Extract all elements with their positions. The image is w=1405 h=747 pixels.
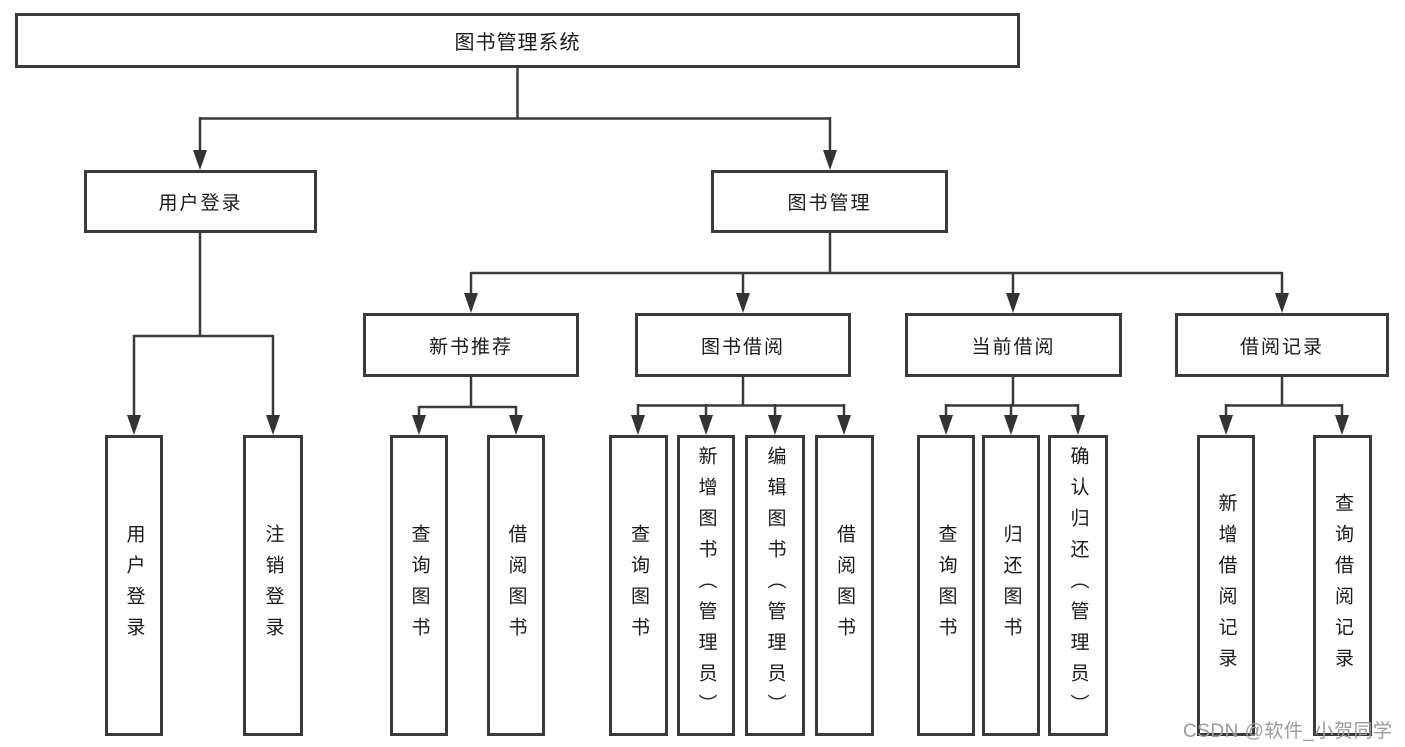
arrowhead-cur-return-books xyxy=(1004,415,1018,435)
node-rec-query-books: 查询图书 xyxy=(390,435,448,736)
node-book-borrowing: 图书借阅 xyxy=(635,313,851,377)
arrowhead-query-borrow-record xyxy=(1335,415,1349,435)
node-leaf-logout: 注销登录 xyxy=(243,435,303,736)
node-leaf-logout-label: 注销登录 xyxy=(262,523,284,648)
arrowhead-rec-borrow-books xyxy=(509,415,523,435)
connector-current-borrowing-children xyxy=(939,377,1085,435)
node-add-borrow-record-label: 新增借阅记录 xyxy=(1215,492,1237,679)
connector-root-to-level2 xyxy=(193,68,837,170)
arrowhead-borrowing-records xyxy=(1275,293,1289,313)
arrowhead-add-borrow-record xyxy=(1219,415,1233,435)
arrowhead-leaf-logout xyxy=(266,415,280,435)
arrowhead-cur-confirm-return xyxy=(1071,415,1085,435)
node-add-borrow-record: 新增借阅记录 xyxy=(1197,435,1255,736)
connector-book-management-children xyxy=(464,233,1289,313)
node-current-borrowing: 当前借阅 xyxy=(905,313,1122,377)
node-rec-borrow-books-label: 借阅图书 xyxy=(505,523,527,648)
arrowhead-bor-edit-books xyxy=(768,415,782,435)
node-cur-return-books-label: 归还图书 xyxy=(1000,523,1022,648)
node-bor-add-books-admin: 新增图书（管理员） xyxy=(677,435,735,736)
node-user-login: 用户登录 xyxy=(84,170,317,233)
node-cur-query-books-label: 查询图书 xyxy=(935,523,957,648)
node-borrowing-records: 借阅记录 xyxy=(1175,313,1389,377)
node-library-management-system: 图书管理系统 xyxy=(15,13,1020,68)
connector-user-login-children xyxy=(127,233,280,435)
arrowhead-cur-query-books xyxy=(939,415,953,435)
connector-borrowing-children xyxy=(631,377,851,435)
arrowhead-bor-add-books xyxy=(699,415,713,435)
node-cur-confirm-return-admin: 确认归还（管理员） xyxy=(1048,435,1108,736)
node-bor-add-books-admin-label: 新增图书（管理员） xyxy=(695,446,717,725)
node-book-management: 图书管理 xyxy=(711,170,948,233)
node-bor-query-books: 查询图书 xyxy=(609,435,668,736)
node-query-borrow-record-label: 查询借阅记录 xyxy=(1332,492,1353,679)
arrowhead-rec-query-books xyxy=(412,415,426,435)
node-bor-edit-books-admin: 编辑图书（管理员） xyxy=(745,435,805,736)
arrowhead-user-login xyxy=(193,150,207,170)
arrowhead-book-management xyxy=(823,150,837,170)
node-leaf-user-login-label: 用户登录 xyxy=(123,523,145,648)
node-cur-query-books: 查询图书 xyxy=(917,435,975,736)
node-cur-confirm-return-admin-label: 确认归还（管理员） xyxy=(1067,446,1089,725)
arrowhead-new-book-recommendation xyxy=(464,293,478,313)
csdn-watermark: CSDN @软件_小贺同学 xyxy=(1183,721,1393,742)
node-leaf-user-login: 用户登录 xyxy=(105,435,163,736)
node-new-book-recommendation: 新书推荐 xyxy=(363,313,579,377)
arrowhead-book-borrowing xyxy=(736,293,750,313)
arrowhead-leaf-user-login xyxy=(127,415,141,435)
node-bor-borrow-books-label: 借阅图书 xyxy=(834,523,855,648)
node-cur-return-books: 归还图书 xyxy=(982,435,1040,736)
node-rec-borrow-books: 借阅图书 xyxy=(487,435,545,736)
node-bor-borrow-books: 借阅图书 xyxy=(815,435,874,736)
connector-records-children xyxy=(1219,377,1349,435)
connector-recommendation-children xyxy=(412,377,523,435)
node-bor-query-books-label: 查询图书 xyxy=(628,523,649,648)
arrowhead-bor-query-books xyxy=(631,415,645,435)
node-bor-edit-books-admin-label: 编辑图书（管理员） xyxy=(764,446,786,725)
node-query-borrow-record: 查询借阅记录 xyxy=(1313,435,1372,736)
arrowhead-bor-borrow-books xyxy=(837,415,851,435)
arrowhead-current-borrowing xyxy=(1006,293,1020,313)
node-rec-query-books-label: 查询图书 xyxy=(408,523,430,648)
